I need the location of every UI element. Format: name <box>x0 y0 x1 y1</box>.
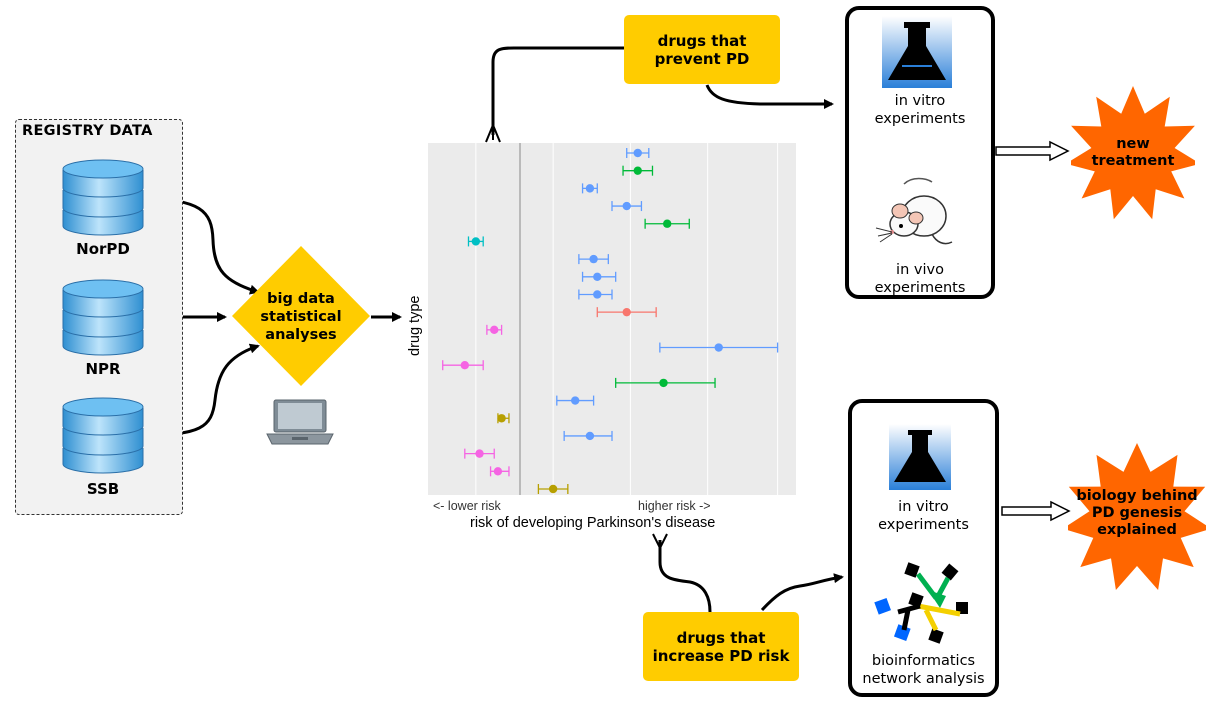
database-icon-npr <box>62 279 144 356</box>
y-axis-title: drug type <box>407 295 423 356</box>
arrow-plot-to-prevent <box>491 46 624 135</box>
biology-explained-burst <box>1068 443 1206 590</box>
data-point <box>563 430 613 441</box>
bottom-invitro-line-1: in vitro <box>898 499 949 515</box>
data-point <box>611 201 643 212</box>
bottom-network-line-1: bioinformatics <box>871 653 976 669</box>
new-treatment-burst <box>1071 86 1195 220</box>
analysis-line-1: big data <box>267 291 335 307</box>
network-icon <box>874 562 968 644</box>
data-point <box>622 165 654 176</box>
new-treatment-line-2: treatment <box>1091 153 1175 169</box>
forest-plot <box>442 143 779 495</box>
database-icon-norpd <box>62 159 144 236</box>
hollow-arrow-bottom <box>1001 500 1071 522</box>
laptop-icon <box>266 399 334 445</box>
plot-grid <box>475 143 779 495</box>
arrow-plot-to-increase <box>658 540 712 613</box>
biology-explained-label: biology behind PD genesis explained <box>1068 488 1206 539</box>
arrow-increase-to-panel <box>760 573 844 612</box>
data-point <box>489 466 510 477</box>
analysis-label: big data statistical analyses <box>250 290 352 344</box>
data-point <box>486 324 503 335</box>
top-invitro-line-2: experiments <box>874 111 966 127</box>
bottom-invitro-label: in vitro experiments <box>852 498 995 534</box>
data-point <box>644 218 690 229</box>
prevent-line-2: prevent PD <box>654 49 750 68</box>
fork-bottom <box>652 533 668 551</box>
analysis-diamond <box>232 246 370 386</box>
registry-title: REGISTRY DATA <box>22 123 153 139</box>
bottom-network-label: bioinformatics network analysis <box>852 652 995 688</box>
flask-icon-top <box>882 16 952 88</box>
database-label-ssb: SSB <box>86 480 120 498</box>
data-point <box>578 289 613 300</box>
fork-top <box>485 122 501 143</box>
data-point <box>615 377 716 388</box>
data-point <box>659 342 779 353</box>
lower-risk-label: <- lower risk <box>433 499 501 513</box>
hollow-arrow-top <box>995 140 1070 162</box>
new-treatment-line-1: new <box>1116 136 1150 152</box>
increase-line-1: drugs that <box>676 628 766 647</box>
data-point <box>581 183 598 194</box>
data-point <box>556 395 595 406</box>
arrow-prevent-to-panel <box>705 84 834 109</box>
increase-pd-risk-box: drugs that increase PD risk <box>643 612 799 681</box>
top-invivo-label: in vivo experiments <box>849 261 991 297</box>
x-axis-title: risk of developing Parkinson's disease <box>470 515 716 531</box>
biology-line-2: PD genesis <box>1091 505 1183 521</box>
flask-icon-bottom <box>889 424 951 490</box>
top-invitro-label: in vitro experiments <box>849 92 991 128</box>
data-point <box>626 148 650 158</box>
biology-line-1: biology behind <box>1076 488 1198 504</box>
prevent-pd-box: drugs that prevent PD <box>624 15 780 84</box>
data-point <box>578 254 609 265</box>
data-point <box>464 448 495 459</box>
bottom-invitro-line-2: experiments <box>878 517 969 533</box>
analysis-line-2: statistical <box>260 309 342 325</box>
higher-risk-label: higher risk -> <box>638 499 711 513</box>
plot-marks <box>442 148 779 494</box>
top-invivo-line-2: experiments <box>874 280 966 296</box>
data-point <box>596 307 657 318</box>
database-label-npr: NPR <box>85 360 121 378</box>
data-point <box>442 360 484 371</box>
bottom-network-line-2: network analysis <box>862 671 985 687</box>
prevent-line-1: drugs that <box>657 31 747 50</box>
data-point <box>581 271 617 282</box>
data-point <box>497 413 510 424</box>
analysis-line-3: analyses <box>265 327 337 343</box>
database-label-norpd: NorPD <box>76 240 130 258</box>
database-icon-ssb <box>62 397 144 474</box>
new-treatment-label: new treatment <box>1083 136 1183 170</box>
data-point <box>537 484 569 494</box>
top-invivo-line-1: in vivo <box>896 262 944 278</box>
top-invitro-line-1: in vitro <box>894 93 946 109</box>
mouse-icon <box>875 177 953 245</box>
biology-line-3: explained <box>1097 522 1177 538</box>
increase-line-2: increase PD risk <box>652 646 790 665</box>
data-point <box>467 236 484 247</box>
